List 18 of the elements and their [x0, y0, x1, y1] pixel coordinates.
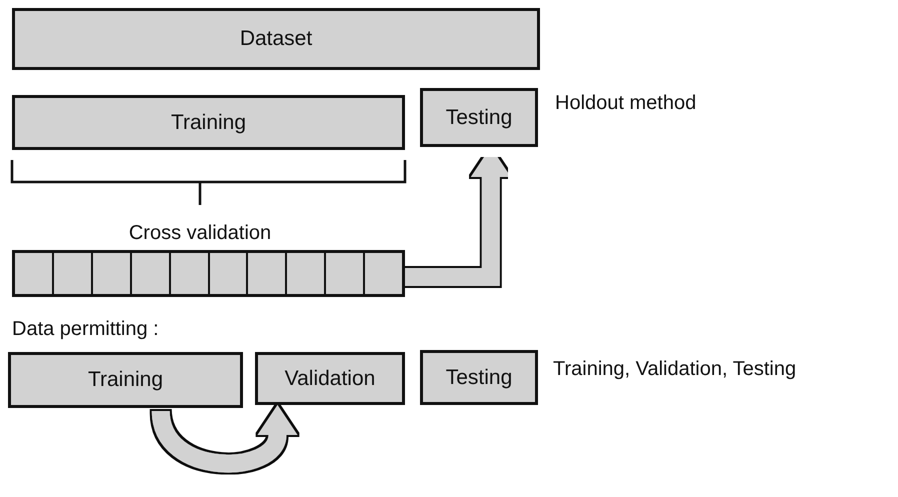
segmented-bar	[12, 250, 405, 297]
arrow	[405, 147, 511, 286]
data-block	[420, 88, 538, 147]
data-block	[8, 352, 243, 408]
block-label: Dataset	[240, 27, 312, 51]
data-block	[12, 95, 405, 150]
block-label: Training	[170, 110, 246, 134]
block-label: Validation	[284, 366, 376, 390]
text-label: Data permitting :	[12, 318, 159, 341]
block-label: Training	[88, 368, 164, 392]
method-caption: Holdout method	[555, 92, 696, 115]
text-label: Cross validation	[128, 222, 272, 245]
block-label: Testing	[446, 366, 512, 390]
block-label: Testing	[446, 106, 512, 130]
data-block	[420, 350, 538, 405]
data-block	[255, 352, 405, 405]
method-caption: Training, Validation, Testing	[553, 358, 796, 381]
data-block	[12, 8, 540, 70]
